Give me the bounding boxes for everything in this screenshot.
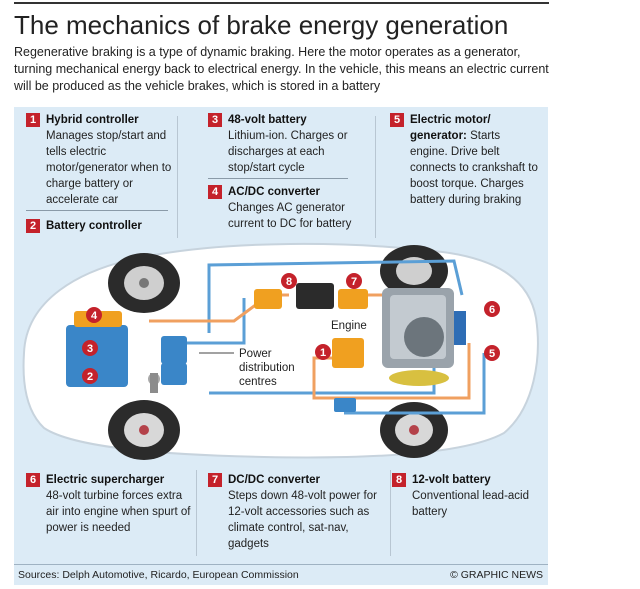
legend-description: Steps down 48-volt power for 12-volt acc… bbox=[228, 490, 377, 550]
column-divider bbox=[196, 470, 197, 556]
item-divider bbox=[26, 210, 168, 211]
legend-number: 8 bbox=[392, 473, 406, 487]
legend-item-ac-dc-converter: 4 AC/DC converter Changes AC generator cu… bbox=[208, 184, 368, 232]
legend-item-48-volt-battery: 3 48-volt battery Lithium-ion. Charges or… bbox=[208, 112, 358, 176]
top-rule bbox=[14, 2, 549, 4]
legend-description: Conventional lead-acid battery bbox=[412, 490, 529, 518]
converter-dc-dc-2-icon bbox=[338, 289, 368, 309]
legend-title: 48-volt battery bbox=[228, 114, 307, 126]
svg-text:3: 3 bbox=[87, 343, 93, 355]
legend-description: Lithium-ion. Charges or discharges at ea… bbox=[228, 130, 348, 174]
legend-title: Electric supercharger bbox=[46, 474, 165, 486]
battery-controller-icon bbox=[161, 336, 187, 364]
page-title: The mechanics of brake energy generation bbox=[14, 10, 509, 40]
svg-text:1: 1 bbox=[320, 347, 326, 359]
legend-description: Starts engine. Drive belt connects to cr… bbox=[410, 130, 538, 206]
legend-title: Battery controller bbox=[46, 220, 142, 232]
power-distribution-box-icon bbox=[334, 398, 356, 412]
engine-icon bbox=[382, 288, 466, 386]
credit-text: © GRAPHIC NEWS bbox=[450, 569, 543, 581]
legend-description: 48-volt turbine forces extra air into en… bbox=[46, 490, 191, 534]
legend-title: 12-volt battery bbox=[412, 474, 491, 486]
marker-5: 5 bbox=[484, 345, 500, 361]
legend-item-12-volt-battery: 8 12-volt battery Conventional lead-acid … bbox=[392, 472, 542, 520]
svg-text:8: 8 bbox=[286, 276, 292, 288]
svg-text:5: 5 bbox=[489, 348, 495, 360]
supercharger-icon bbox=[148, 373, 160, 393]
svg-text:2: 2 bbox=[87, 371, 93, 383]
column-divider bbox=[390, 470, 391, 556]
legend-title: Hybrid controller bbox=[46, 114, 139, 126]
svg-text:4: 4 bbox=[91, 310, 98, 322]
converter-dc-dc-icon bbox=[254, 289, 282, 309]
wheel-rear-right-icon bbox=[380, 402, 448, 458]
battery-48v-icon bbox=[66, 325, 128, 387]
legend-number: 1 bbox=[26, 113, 40, 127]
marker-8: 8 bbox=[281, 273, 297, 289]
legend-description: Manages stop/start and tells electric mo… bbox=[46, 130, 172, 206]
legend-number: 7 bbox=[208, 473, 222, 487]
legend-item-hybrid-controller: 1 Hybrid controller Manages stop/start an… bbox=[26, 112, 176, 208]
page-subtitle: Regenerative braking is a type of dynami… bbox=[14, 45, 549, 93]
distribution-label-line3: centres bbox=[239, 376, 277, 388]
engine-label: Engine bbox=[331, 320, 367, 332]
legend-item-battery-controller: 2 Battery controller bbox=[26, 218, 176, 234]
legend-number: 6 bbox=[26, 473, 40, 487]
svg-text:7: 7 bbox=[351, 276, 357, 288]
legend-number: 2 bbox=[26, 219, 40, 233]
marker-2: 2 bbox=[82, 368, 98, 384]
legend-item-electric-supercharger: 6 Electric supercharger 48-volt turbine f… bbox=[26, 472, 194, 536]
legend-number: 5 bbox=[390, 113, 404, 127]
marker-3: 3 bbox=[82, 340, 98, 356]
wheel-front-left-icon bbox=[108, 253, 180, 313]
legend-number: 3 bbox=[208, 113, 222, 127]
sources-text: Sources: Delph Automotive, Ricardo, Euro… bbox=[18, 569, 299, 581]
column-divider bbox=[177, 116, 178, 238]
legend-item-dc-dc-converter: 7 DC/DC converter Steps down 48-volt powe… bbox=[208, 472, 386, 552]
power-distribution-box-icon bbox=[161, 363, 187, 385]
legend-title: Electric motor/ generator: bbox=[410, 114, 491, 142]
marker-7: 7 bbox=[346, 273, 362, 289]
column-divider bbox=[375, 116, 376, 238]
legend-number: 4 bbox=[208, 185, 222, 199]
battery-12v-icon bbox=[296, 283, 334, 309]
marker-6: 6 bbox=[484, 301, 500, 317]
wheel-front-right-icon bbox=[380, 245, 448, 297]
item-divider bbox=[208, 178, 348, 179]
car-diagram: Engine Power distribution centres 8 7 6 … bbox=[22, 242, 539, 460]
distribution-label-line2: distribution bbox=[239, 362, 295, 374]
wheel-rear-left-icon bbox=[108, 400, 180, 460]
legend-description: Changes AC generator current to DC for b… bbox=[228, 202, 352, 230]
hybrid-controller-icon bbox=[332, 338, 364, 368]
distribution-label-line1: Power bbox=[239, 348, 272, 360]
svg-text:6: 6 bbox=[489, 304, 495, 316]
legend-title: AC/DC converter bbox=[228, 186, 321, 198]
marker-1: 1 bbox=[315, 344, 331, 360]
marker-4: 4 bbox=[86, 307, 102, 323]
legend-item-electric-motor-generator: 5 Electric motor/ generator: Starts engin… bbox=[390, 112, 538, 208]
legend-title: DC/DC converter bbox=[228, 474, 321, 486]
footer-rule bbox=[14, 564, 548, 565]
